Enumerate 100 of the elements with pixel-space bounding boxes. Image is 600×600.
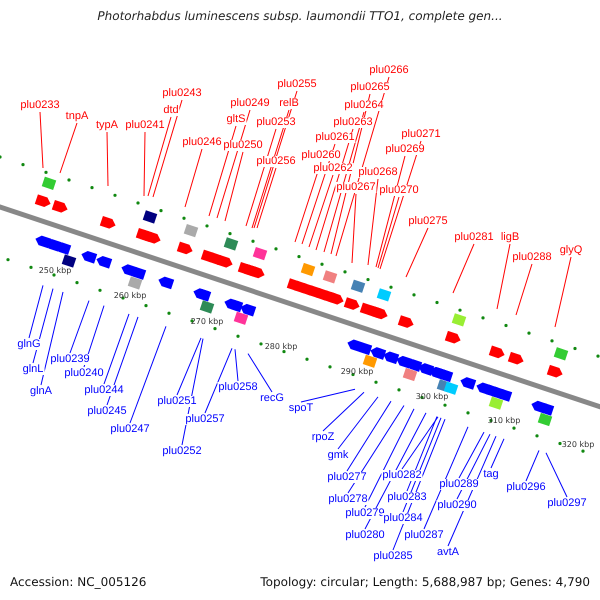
- leader-line: [368, 178, 378, 266]
- gene-label: plu0282: [381, 470, 423, 481]
- leader-line: [402, 416, 438, 470]
- leader-line: [338, 396, 378, 450]
- leader-line: [424, 426, 468, 530]
- gene-label: plu0239: [49, 354, 91, 365]
- gene-label: plu0296: [505, 482, 547, 493]
- leader-line: [40, 112, 44, 168]
- leader-line: [130, 326, 166, 424]
- gene-label: plu0281: [453, 232, 495, 243]
- leader-line: [204, 348, 232, 414]
- gene-label: gltS: [226, 114, 246, 125]
- gene-label: plu0250: [222, 140, 264, 151]
- gene-label: plu0245: [86, 406, 128, 417]
- leader-line: [348, 405, 404, 494]
- gene-label: plu0260: [300, 150, 342, 161]
- leader-line: [322, 392, 364, 432]
- leader-line: [148, 116, 172, 196]
- leader-line: [546, 452, 568, 498]
- gene-label: recG: [259, 393, 285, 404]
- leader-line: [40, 291, 64, 386]
- scale-label: 270 kbp: [190, 318, 224, 326]
- leader-line: [378, 196, 400, 268]
- accession-text: Accession: NC_005126: [10, 576, 146, 588]
- leader-line: [452, 244, 474, 294]
- scale-label: 290 kbp: [340, 368, 374, 376]
- leader-line: [516, 264, 532, 316]
- title: Photorhabdus luminescens subsp. laumondii TTO1, complete gen...: [97, 10, 503, 22]
- gene-label: plu0253: [255, 117, 297, 128]
- leader-line: [208, 126, 236, 216]
- leader-line: [184, 148, 202, 208]
- leader-line: [224, 152, 244, 222]
- gene-label: plu0258: [217, 382, 259, 393]
- gene-label: rpoZ: [310, 432, 336, 443]
- gene-label: plu0277: [326, 472, 368, 483]
- gene-label: plu0267: [335, 182, 377, 193]
- gene-label: plu0247: [109, 424, 151, 435]
- leader-line: [248, 353, 272, 392]
- gene-label: plu0278: [327, 494, 369, 505]
- gene-label: plu0257: [184, 414, 226, 425]
- gene-label: plu0290: [436, 500, 478, 511]
- gene-label: plu0270: [378, 185, 420, 196]
- gene-label: plu0263: [332, 117, 374, 128]
- gene-label: plu0249: [229, 98, 271, 109]
- gene-label: tnpA: [64, 111, 90, 122]
- leader-line: [352, 194, 356, 264]
- gene-label: glnA: [28, 386, 54, 397]
- gene-label: relB: [278, 98, 300, 109]
- gene-label: plu0266: [368, 65, 410, 76]
- leader-line: [364, 408, 414, 508]
- gene-label: plu0255: [276, 79, 318, 90]
- leader-line: [554, 256, 572, 328]
- gene-label: plu0283: [386, 492, 428, 503]
- leader-line: [458, 432, 484, 478]
- leader-line: [490, 438, 504, 468]
- gene-label: plu0285: [372, 551, 414, 562]
- scale-label: 280 kbp: [264, 342, 298, 351]
- gene-label: plu0262: [312, 163, 354, 174]
- leader-line: [176, 337, 202, 396]
- gene-label: glnL: [22, 364, 44, 375]
- leader-line: [144, 132, 146, 196]
- gene-label: plu0264: [343, 100, 385, 111]
- gene-label: plu0265: [349, 82, 391, 93]
- leader-line: [256, 168, 276, 228]
- gene-label: ligB: [500, 232, 520, 243]
- leader-line: [32, 288, 54, 364]
- gene-label: plu0284: [382, 513, 424, 524]
- leader-line: [70, 300, 90, 354]
- gene-label: plu0246: [181, 137, 223, 148]
- gene-label: typA: [95, 120, 119, 131]
- leader-line: [308, 174, 334, 248]
- leader-line: [104, 313, 130, 384]
- leader-line: [216, 110, 250, 218]
- gene-label: plu0240: [63, 368, 105, 379]
- leader-line: [300, 388, 356, 402]
- gene-label: glnG: [16, 339, 42, 350]
- gene-label: avtA: [436, 547, 460, 558]
- leader-line: [106, 316, 138, 406]
- gene-label: plu0243: [161, 88, 203, 99]
- genome-info-text: Topology: circular; Length: 5,688,987 bp; Genes: 4,790: [260, 576, 590, 588]
- gene-label: gmk: [326, 450, 350, 461]
- gene-label: plu0233: [19, 100, 61, 111]
- gene-label: plu0288: [511, 252, 553, 263]
- scale-label: 320 kbp: [562, 441, 594, 450]
- leader-line: [246, 128, 276, 226]
- scale-label: 310 kbp: [488, 416, 520, 425]
- leader-line: [106, 132, 108, 186]
- gene-label: plu0252: [161, 446, 203, 457]
- gene-label: plu0269: [384, 144, 426, 155]
- gene-label: plu0241: [124, 120, 166, 131]
- scale-label: 250 kbp: [38, 267, 72, 276]
- gene-label: plu0287: [403, 530, 445, 541]
- leader-line: [294, 162, 322, 242]
- gene-label: plu0275: [407, 216, 449, 227]
- leader-line: [526, 450, 540, 482]
- scale-label: 260 kbp: [114, 292, 146, 300]
- leader-line: [496, 244, 510, 310]
- gene-label: dtd: [162, 105, 180, 116]
- gene-label: plu0297: [546, 498, 588, 509]
- leader-line: [234, 348, 238, 382]
